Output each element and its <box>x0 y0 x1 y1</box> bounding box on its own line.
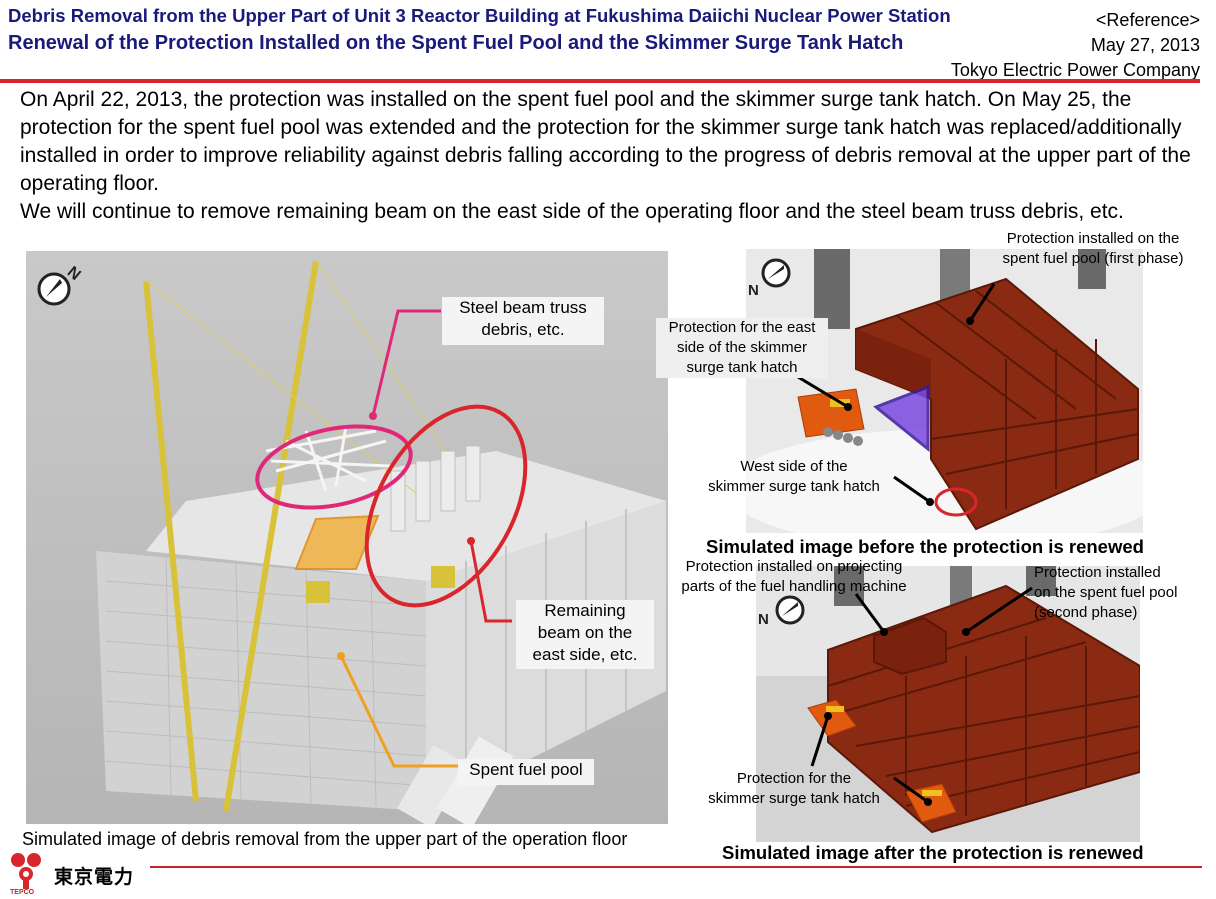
label-steel-beam-truss: Steel beam truss debris, etc. <box>442 297 604 345</box>
caption-before: Simulated image before the protection is… <box>706 536 1144 557</box>
after-illustration: N <box>756 566 1140 842</box>
paragraph-1: On April 22, 2013, the protection was in… <box>20 88 1191 195</box>
tepco-logo-text: 東京電力 <box>54 867 135 888</box>
label-first-phase-line-1: Protection installed on the <box>1006 230 1180 247</box>
label-west-line-1: West side of the <box>740 458 848 475</box>
title-line-2: Renewal of the Protection Installed on t… <box>8 32 904 54</box>
label-remaining-line-2: beam on the <box>537 623 633 642</box>
header-divider <box>0 79 1200 83</box>
caption-main: Simulated image of debris removal from t… <box>22 829 628 849</box>
before-render: N <box>746 249 1143 533</box>
after-render: N <box>756 566 1140 842</box>
label-first-phase-line-2: spent fuel pool (first phase) <box>1002 250 1184 267</box>
label-hatch-line-2: skimmer surge tank hatch <box>708 790 880 807</box>
before-illustration: N <box>746 249 1143 533</box>
label-west-hatch: West side of the skimmer surge tank hatc… <box>694 457 894 497</box>
reactor-building-render: N <box>26 251 668 824</box>
caption-after: Simulated image after the protection is … <box>722 842 1144 863</box>
label-east-line-3: surge tank hatch <box>686 359 798 376</box>
label-east-line-1: Protection for the east <box>668 319 816 336</box>
label-west-line-2: skimmer surge tank hatch <box>708 478 880 495</box>
label-second-line-3: (second phase) <box>1034 604 1138 621</box>
tepco-logo-sub: TEPCO <box>10 889 35 896</box>
label-remaining-beam: Remaining beam on the east side, etc. <box>516 600 654 669</box>
label-projecting-parts: Protection installed on projecting parts… <box>666 557 922 597</box>
label-east-line-2: side of the skimmer <box>676 339 808 356</box>
label-first-phase: Protection installed on the spent fuel p… <box>988 229 1198 269</box>
reference-label: <Reference> <box>1095 10 1200 30</box>
date: May 27, 2013 <box>1090 35 1200 55</box>
label-spent-fuel-pool: Spent fuel pool <box>458 759 594 785</box>
label-hatch-line-1: Protection for the <box>736 770 852 787</box>
label-second-line-1: Protection installed <box>1034 564 1161 581</box>
tepco-logo-icon <box>6 850 46 896</box>
paragraph-2: We will continue to remove remaining bea… <box>20 200 1124 223</box>
svg-text:N: N <box>748 282 759 299</box>
label-steel-line-1: Steel beam truss <box>459 298 587 317</box>
main-illustration: N Steel beam truss debris, etc. Remainin… <box>26 251 668 824</box>
label-projecting-line-1: Protection installed on projecting <box>685 558 903 575</box>
label-remaining-line-3: east side, etc. <box>532 645 638 664</box>
footer-divider <box>150 866 1202 868</box>
svg-text:N: N <box>758 611 769 628</box>
label-remaining-line-1: Remaining <box>544 601 626 620</box>
label-skimmer-hatch: Protection for the skimmer surge tank ha… <box>694 769 894 809</box>
label-second-phase: Protection installed on the spent fuel p… <box>1034 563 1198 623</box>
body-text: On April 22, 2013, the protection was in… <box>20 86 1200 226</box>
title-line-1: Debris Removal from the Upper Part of Un… <box>8 5 951 26</box>
label-second-line-2: on the spent fuel pool <box>1034 584 1178 601</box>
label-steel-line-2: debris, etc. <box>481 320 565 339</box>
reference-block: <Reference> May 27, 2013 Tokyo Electric … <box>951 8 1200 83</box>
company-name: Tokyo Electric Power Company <box>950 60 1200 80</box>
label-east-hatch: Protection for the east side of the skim… <box>656 318 828 378</box>
label-projecting-line-2: parts of the fuel handling machine <box>681 578 907 595</box>
